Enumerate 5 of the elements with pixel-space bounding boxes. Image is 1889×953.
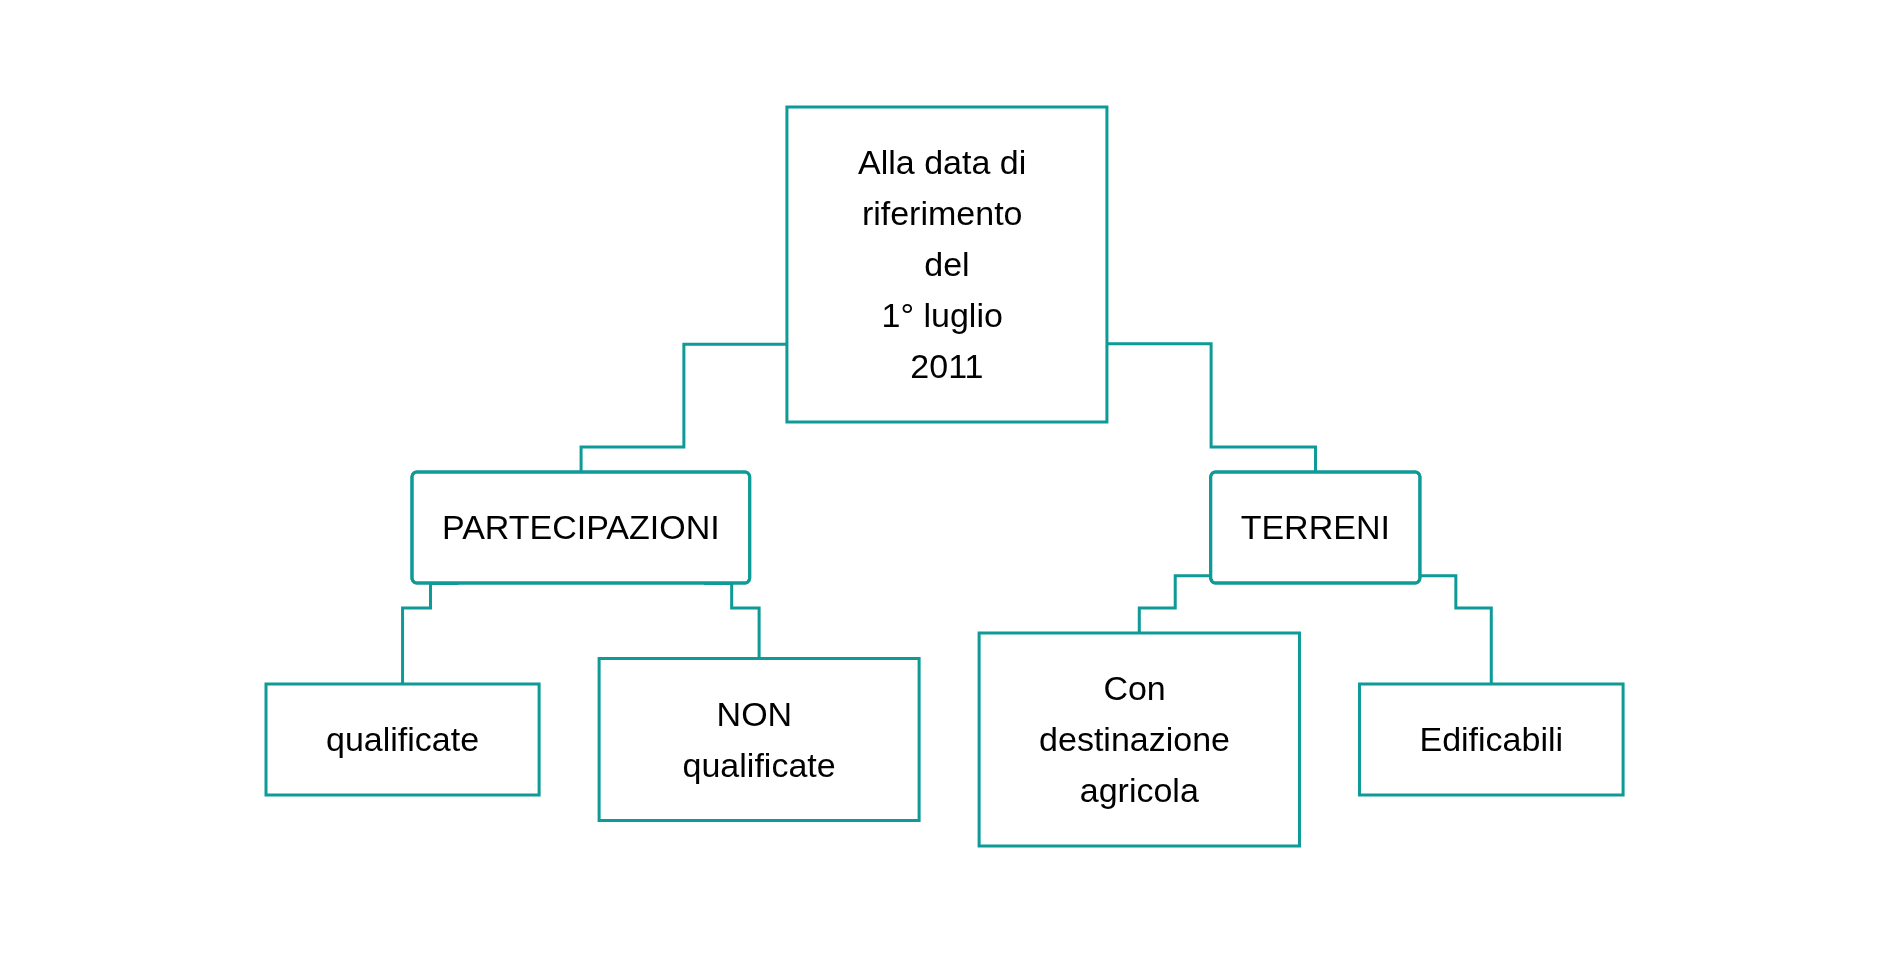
- node-box: Con destinazione agricola: [977, 631, 1301, 848]
- node-box: Alla data di riferimento del 1° luglio 2011: [785, 105, 1109, 424]
- node-box: qualificate: [264, 682, 541, 797]
- node-box: NON qualificate: [597, 657, 921, 822]
- node-box: Edificabili: [1357, 682, 1625, 797]
